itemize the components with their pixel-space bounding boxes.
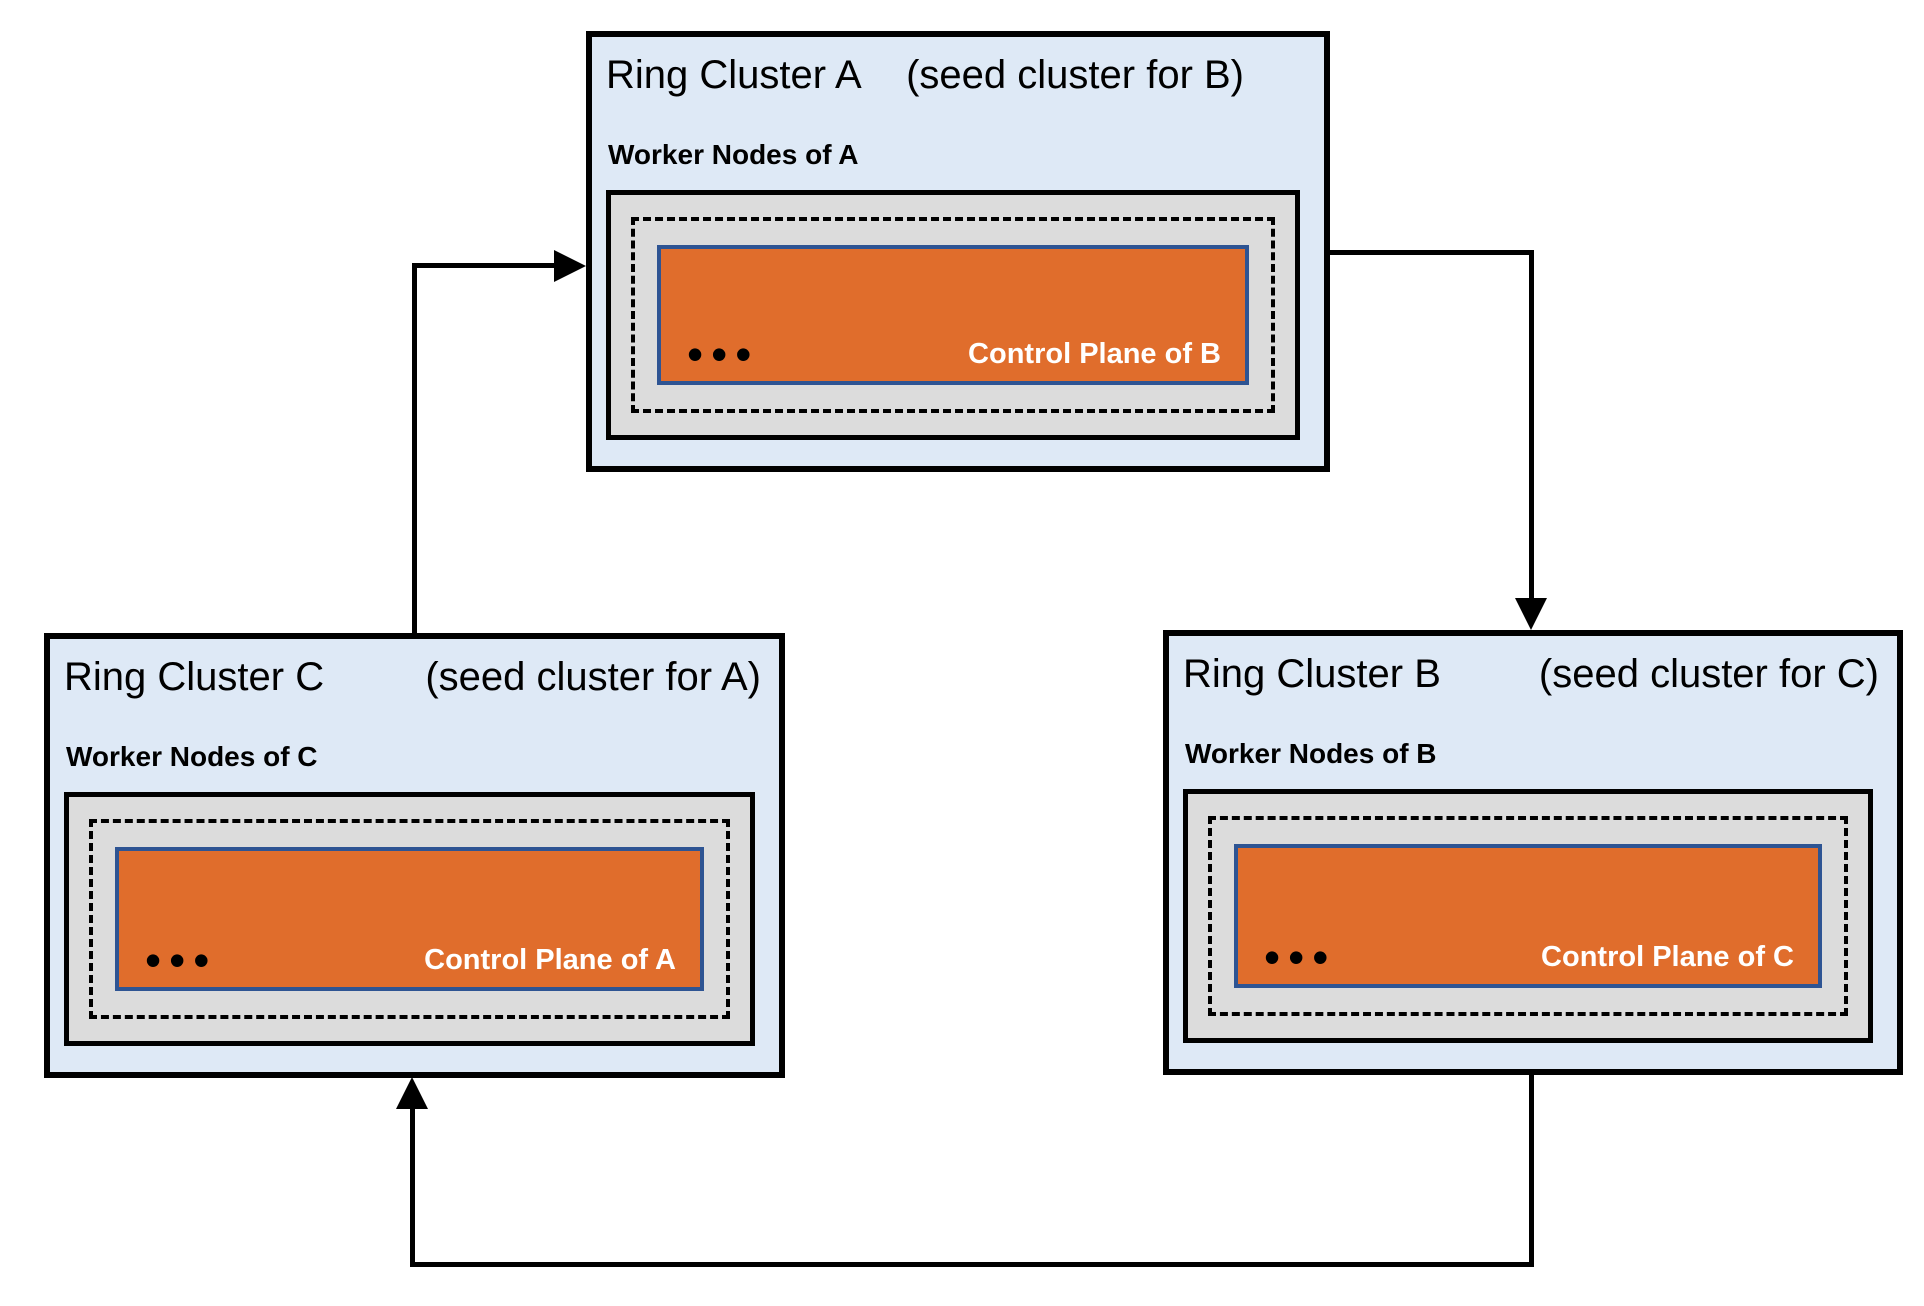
cluster-a-control-label: Control Plane of B — [968, 337, 1221, 370]
ellipsis-dots: ••• — [1264, 931, 1337, 983]
cluster-c-dashed-boundary: ••• Control Plane of A — [89, 819, 730, 1019]
cluster-b-control-label: Control Plane of C — [1541, 940, 1794, 973]
cluster-c-worker-label: Worker Nodes of C — [66, 741, 318, 772]
cluster-a-box: Ring Cluster A (seed cluster for B) Work… — [586, 31, 1330, 472]
cluster-c-box: Ring Cluster C (seed cluster for A) Work… — [44, 633, 785, 1078]
cluster-a-control-plane-box: ••• Control Plane of B — [657, 245, 1249, 385]
cluster-b-worker-label: Worker Nodes of B — [1185, 738, 1437, 769]
arrow-a-to-b-vertical-segment — [1529, 250, 1534, 602]
ellipsis-dots: ••• — [145, 934, 218, 986]
cluster-c-seed-note: (seed cluster for A) — [425, 655, 761, 699]
cluster-a-dashed-boundary: ••• Control Plane of B — [631, 217, 1275, 413]
cluster-a-title: Ring Cluster A — [606, 53, 862, 97]
cluster-b-box: Ring Cluster B (seed cluster for C) Work… — [1163, 630, 1903, 1075]
cluster-c-title-row: Ring Cluster C (seed cluster for A) — [64, 655, 761, 700]
arrow-c-to-a-head-icon — [554, 250, 586, 282]
cluster-a-worker-box: ••• Control Plane of B — [606, 190, 1300, 440]
cluster-b-control-plane-box: ••• Control Plane of C — [1234, 844, 1822, 988]
cluster-c-control-label: Control Plane of A — [424, 943, 676, 976]
ellipsis-dots: ••• — [687, 328, 760, 380]
arrow-a-to-b-head-icon — [1515, 598, 1547, 630]
cluster-b-seed-note: (seed cluster for C) — [1538, 652, 1879, 696]
cluster-b-control-row: ••• Control Plane of C — [1264, 931, 1794, 983]
arrow-b-to-c-left-vertical-segment — [410, 1106, 415, 1267]
arrow-a-to-b-horizontal-segment — [1324, 250, 1534, 255]
cluster-b-title-row: Ring Cluster B (seed cluster for C) — [1183, 652, 1879, 697]
cluster-b-title: Ring Cluster B — [1183, 652, 1441, 696]
arrow-c-to-a-vertical-segment — [412, 263, 417, 633]
cluster-a-worker-label: Worker Nodes of A — [608, 139, 859, 170]
cluster-c-worker-box: ••• Control Plane of A — [64, 792, 755, 1046]
cluster-b-worker-box: ••• Control Plane of C — [1183, 789, 1873, 1043]
cluster-c-title: Ring Cluster C — [64, 655, 325, 699]
cluster-c-control-plane-box: ••• Control Plane of A — [115, 847, 704, 991]
cluster-a-control-row: ••• Control Plane of B — [687, 328, 1221, 380]
arrow-c-to-a-horizontal-segment — [412, 263, 558, 268]
cluster-b-dashed-boundary: ••• Control Plane of C — [1208, 816, 1848, 1016]
arrow-b-to-c-horizontal-segment — [410, 1262, 1534, 1267]
cluster-a-title-row: Ring Cluster A (seed cluster for B) — [606, 53, 1244, 98]
arrow-b-to-c-head-icon — [396, 1077, 428, 1109]
arrow-b-to-c-right-vertical-segment — [1529, 1073, 1534, 1267]
cluster-c-control-row: ••• Control Plane of A — [145, 934, 676, 986]
cluster-a-seed-note: (seed cluster for B) — [906, 53, 1244, 97]
